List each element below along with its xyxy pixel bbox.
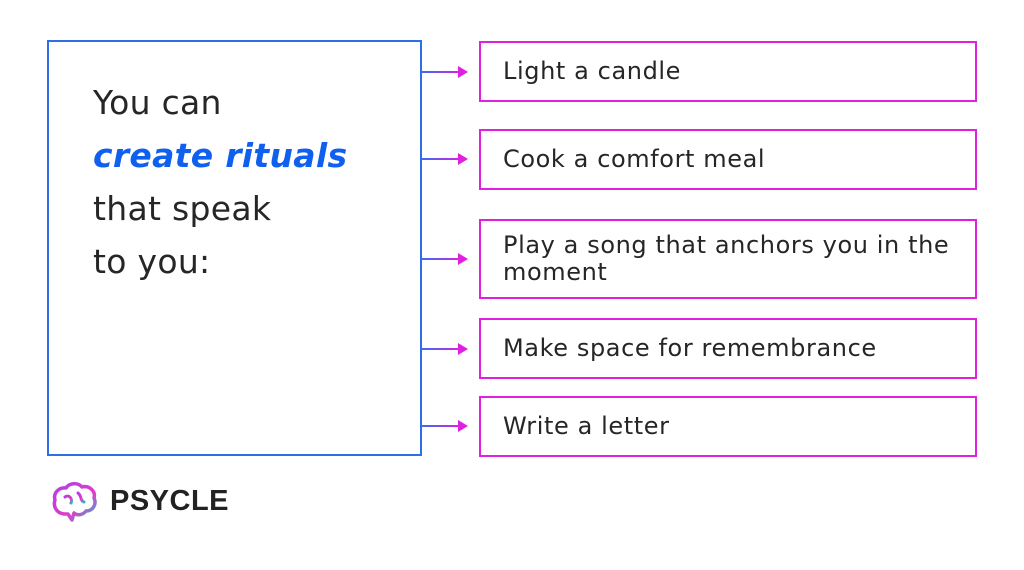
ritual-item-4: Make space for remembrance xyxy=(479,318,977,379)
arrow-connector-1 xyxy=(422,66,468,78)
ritual-item-2: Cook a comfort meal xyxy=(479,129,977,190)
arrow-head-icon xyxy=(458,253,468,265)
arrow-connector-2 xyxy=(422,153,468,165)
arrow-connector-5 xyxy=(422,420,468,432)
brand-name: PSYCLE xyxy=(110,484,230,517)
arrow-head-icon xyxy=(458,66,468,78)
arrow-head-icon xyxy=(458,153,468,165)
ritual-item-1: Light a candle xyxy=(479,41,977,102)
intro-heading: You can create rituals that speak to you… xyxy=(93,76,347,288)
arrow-head-icon xyxy=(458,343,468,355)
brand-logo: PSYCLE xyxy=(50,480,229,522)
arrow-connector-3 xyxy=(422,253,468,265)
ritual-item-label: Cook a comfort meal xyxy=(503,145,766,173)
intro-line-4: to you: xyxy=(93,242,211,281)
intro-box: You can create rituals that speak to you… xyxy=(47,40,422,456)
intro-line-1: You can xyxy=(93,83,222,122)
arrow-connector-4 xyxy=(422,343,468,355)
ritual-item-label: Write a letter xyxy=(503,412,670,440)
intro-line-3: that speak xyxy=(93,189,272,228)
ritual-item-label: Make space for remembrance xyxy=(503,334,877,362)
ritual-item-5: Write a letter xyxy=(479,396,977,457)
ritual-item-3: Play a song that anchors you in the mome… xyxy=(479,219,977,299)
intro-emphasis: create rituals xyxy=(93,136,348,175)
brain-icon xyxy=(52,482,97,522)
arrow-head-icon xyxy=(458,420,468,432)
ritual-item-label: Light a candle xyxy=(503,57,682,85)
ritual-item-label: Play a song that anchors you in the mome… xyxy=(503,231,950,286)
